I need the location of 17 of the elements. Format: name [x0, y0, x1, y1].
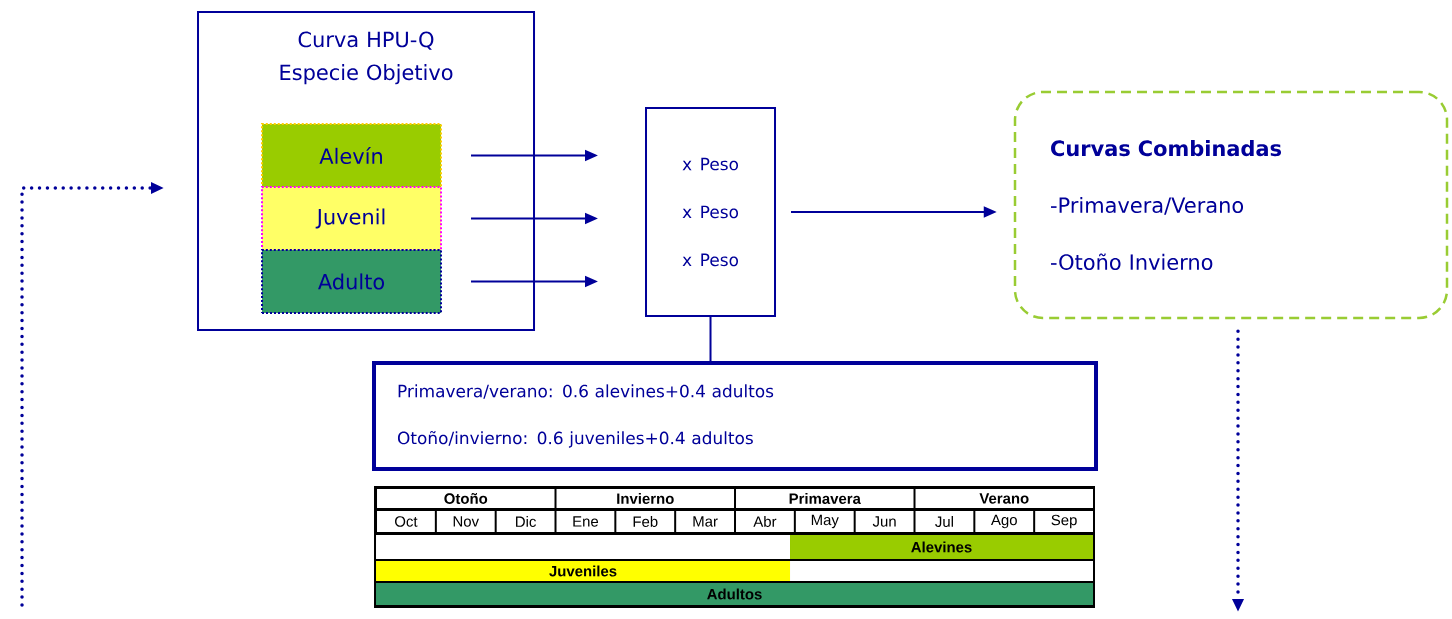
timeline-bar: Alevines [790, 535, 1093, 559]
weight-box: x Peso x Peso x Peso [645, 107, 776, 317]
table-cell: Mar [676, 511, 734, 532]
table-cell: Oct [377, 511, 435, 532]
stage-box: Juvenil [261, 186, 442, 251]
table-cell: Abr [736, 511, 794, 532]
table-cell: Ago [975, 511, 1034, 532]
timeline-bar: Adultos [376, 583, 1093, 605]
group-title: Curva HPU-Q Especie Objetivo [280, 31, 453, 85]
table-cell: Feb [616, 511, 675, 532]
stage-box: Alevín [261, 123, 442, 188]
timeline-bar: Juveniles [376, 561, 790, 581]
table-cell: Sep [1035, 511, 1093, 532]
result-box: Curvas Combinadas -Primavera/Verano -Otoño Invierno [1013, 90, 1449, 320]
formula-box: Primavera/verano: 0.6 alevines+0.4 adultos Otoño/invierno: 0.6 juveniles+0.4 adultos [372, 361, 1098, 471]
connector-line [709, 316, 712, 362]
stage-box: Adulto [261, 249, 442, 314]
